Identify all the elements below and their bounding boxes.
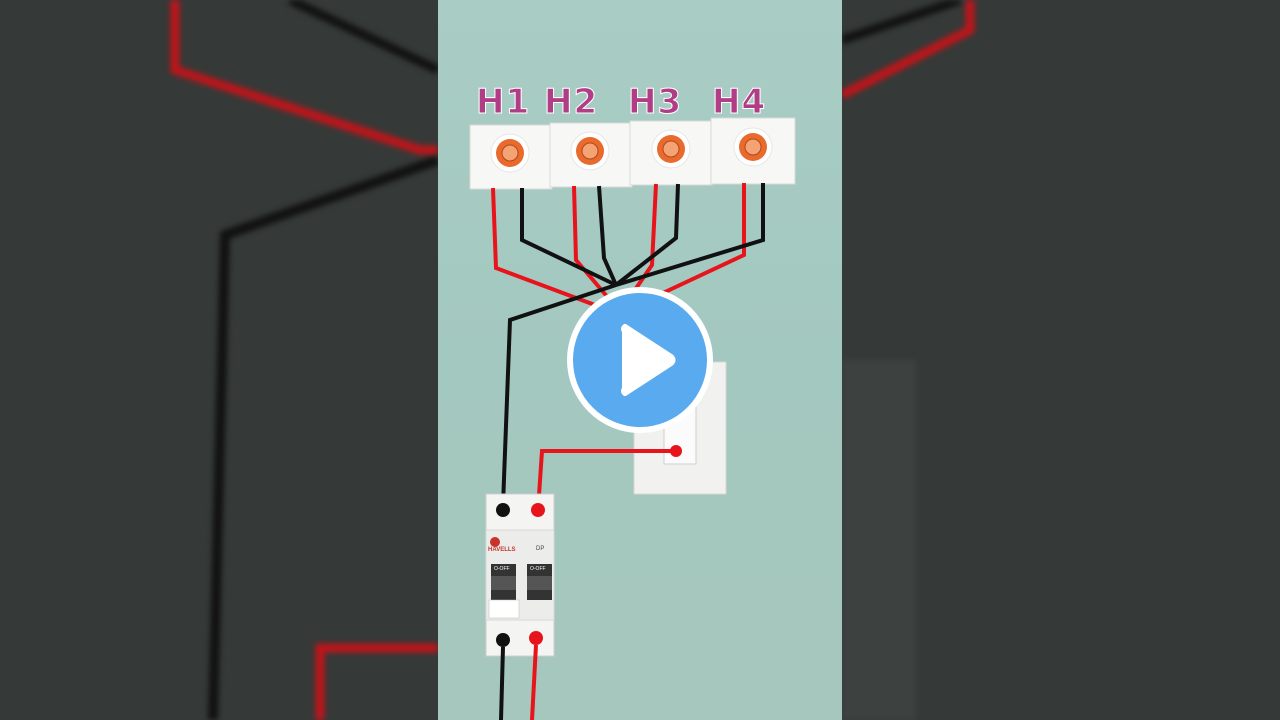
mcb-switch-left-label: O-OFF <box>494 566 510 572</box>
mcb-switch-right-label: O-OFF <box>530 566 546 572</box>
mcb-breaker <box>485 493 555 657</box>
holder-label-h4: H4 <box>711 82 767 123</box>
holder-label-h1: H1 <box>475 82 531 123</box>
holder-label-h2: H2 <box>543 82 599 123</box>
mcb-brand-label: HAVELLS <box>488 547 516 553</box>
holder-label-h3: H3 <box>627 82 683 123</box>
lamp-holders <box>469 117 796 190</box>
play-button[interactable] <box>567 287 713 433</box>
mcb-type-label: DP <box>536 546 545 552</box>
play-triangle-icon <box>621 324 676 396</box>
